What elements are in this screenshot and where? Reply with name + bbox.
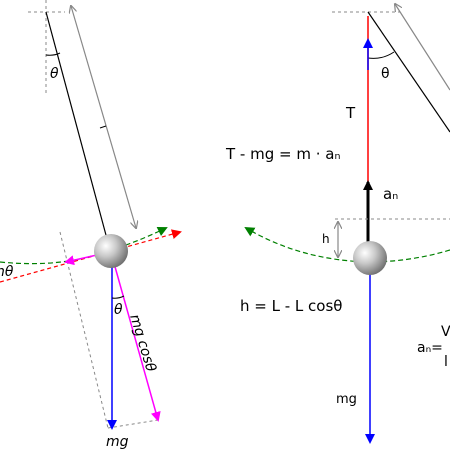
left-bob — [94, 234, 128, 268]
accel-formula-bottom: l — [444, 354, 448, 370]
left-theta-below-label: θ — [114, 302, 123, 318]
left-aux-line-2 — [107, 419, 159, 429]
left-aux-line-1 — [59, 231, 109, 429]
height-label: h — [322, 232, 330, 246]
right-string — [367, 11, 450, 133]
right-mg-label: mg — [336, 392, 357, 407]
right-pendulum: θ T T - mg = m · aₙ aₙ h h = L - L cosθ … — [225, 4, 450, 444]
left-length-guide — [71, 6, 136, 228]
left-partial-force-label: hθ — [0, 264, 14, 280]
left-lower-angle-arc — [111, 295, 125, 299]
left-angle-arc — [45, 52, 61, 56]
acceleration-label: aₙ — [383, 185, 398, 203]
left-mg-cos-arrow — [111, 255, 161, 422]
accel-formula-top: V — [441, 324, 450, 340]
height-equation: h = L - L cosθ — [240, 297, 342, 315]
accel-formula: aₙ= — [417, 340, 443, 356]
left-theta-label: θ — [50, 66, 59, 82]
left-pendulum: θ hθ θ mg cosθ mg — [0, 0, 182, 450]
right-bob — [353, 241, 387, 275]
left-mg-label: mg — [106, 434, 129, 450]
left-mg-cos-label: mg cosθ — [126, 312, 159, 374]
left-string — [45, 11, 111, 251]
right-theta-label: θ — [381, 66, 390, 82]
tension-label: T — [345, 104, 356, 122]
newton-equation: T - mg = m · aₙ — [225, 145, 340, 163]
right-angle-arc — [367, 51, 395, 59]
right-length-guide — [395, 4, 450, 91]
left-length-tick — [99, 125, 107, 129]
right-velocity-path — [244, 226, 450, 263]
